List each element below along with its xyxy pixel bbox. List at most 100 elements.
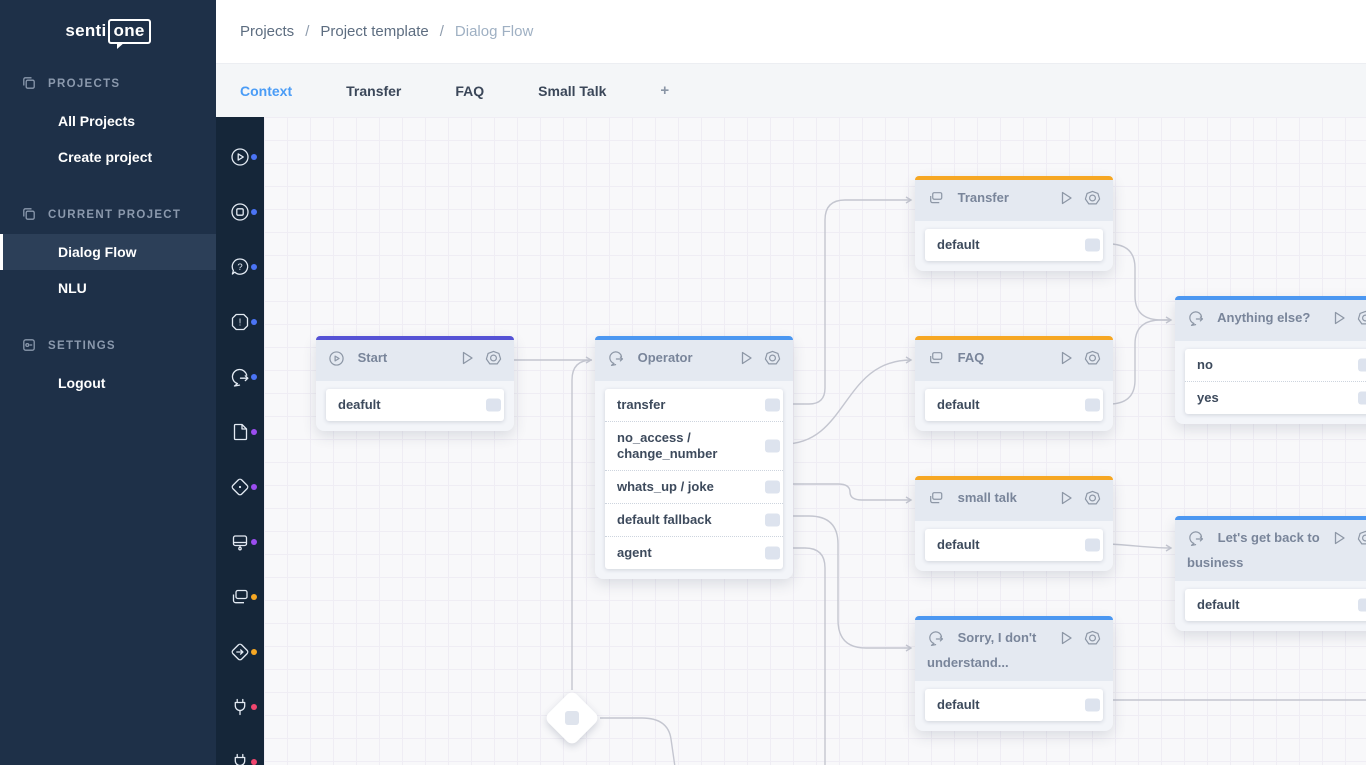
intent-row[interactable]: no_access / change_number	[605, 421, 783, 470]
add-tab-button[interactable]: +	[660, 82, 670, 99]
node-settings-icon[interactable]	[1084, 490, 1101, 513]
sidebar-item-nlu[interactable]: NLU	[58, 280, 87, 296]
node-accent	[595, 336, 793, 340]
logo-text-senti: senti	[65, 21, 107, 40]
intent-row[interactable]: default fallback	[605, 503, 783, 536]
sidebar-item-logout[interactable]: Logout	[58, 375, 106, 391]
node-transfer[interactable]: Transfer default	[915, 176, 1113, 271]
output-handle[interactable]	[1085, 398, 1100, 412]
run-node-icon[interactable]	[1059, 630, 1074, 653]
tab-transfer[interactable]: Transfer	[346, 82, 402, 99]
node-header[interactable]: Transfer	[915, 180, 1113, 221]
node-sorry[interactable]: Sorry, I don't understand... default	[915, 616, 1113, 731]
answer-row[interactable]: no	[1185, 349, 1366, 381]
node-small-talk[interactable]: small talk default	[915, 476, 1113, 571]
answer-row[interactable]: yes	[1185, 381, 1366, 414]
sidebar-item-all-projects[interactable]: All Projects	[58, 113, 136, 129]
flow-canvas[interactable]: Start deafult Operator transfer no_acces…	[264, 117, 1366, 765]
node-settings-icon[interactable]	[1084, 350, 1101, 373]
output-handle[interactable]	[486, 398, 501, 412]
node-settings-icon[interactable]	[1357, 530, 1366, 553]
node-header[interactable]: Anything else?	[1175, 300, 1366, 341]
run-node-icon[interactable]	[1059, 490, 1074, 513]
edge-agent-branch	[784, 547, 826, 765]
palette-diamond-dot-icon[interactable]	[216, 459, 264, 514]
answer-label: default	[937, 397, 980, 412]
palette-exclamation-octagon-icon[interactable]: !	[216, 294, 264, 349]
intent-label: whats_up / joke	[617, 479, 714, 494]
node-title: Transfer	[957, 190, 1009, 205]
run-node-icon[interactable]	[1332, 310, 1347, 333]
intent-row[interactable]: transfer	[605, 389, 783, 421]
node-lets-get-back[interactable]: Let's get back to business default	[1175, 516, 1366, 631]
tab-context[interactable]: Context	[240, 82, 293, 99]
output-handle[interactable]	[765, 546, 780, 560]
node-anything-else[interactable]: Anything else? no yes	[1175, 296, 1366, 424]
node-settings-icon[interactable]	[1357, 310, 1366, 333]
run-node-icon[interactable]	[1332, 530, 1347, 553]
run-node-icon[interactable]	[1059, 190, 1074, 213]
node-settings-icon[interactable]	[1084, 630, 1101, 653]
output-handle[interactable]	[765, 398, 780, 412]
node-settings-icon[interactable]	[764, 350, 781, 373]
node-header[interactable]: small talk	[915, 480, 1113, 521]
edge-transfer-default	[1104, 243, 1173, 324]
answer-label: deafult	[338, 397, 381, 412]
section-header-current-project: CURRENT PROJECT	[0, 205, 216, 225]
answer-row[interactable]: default	[925, 689, 1103, 721]
answer-label: yes	[1197, 390, 1219, 405]
node-header[interactable]: Let's get back to business	[1175, 520, 1366, 581]
run-node-icon[interactable]	[460, 350, 475, 373]
palette-question-bubble-icon[interactable]: ?	[216, 239, 264, 294]
palette-chat-arrow-icon[interactable]	[216, 349, 264, 404]
node-header[interactable]: FAQ	[915, 340, 1113, 381]
output-handle[interactable]	[765, 480, 780, 494]
node-start[interactable]: Start deafult	[316, 336, 514, 431]
preferences-icon	[21, 337, 37, 356]
answer-row[interactable]: default	[925, 389, 1103, 421]
output-handle[interactable]	[1358, 598, 1366, 612]
output-handle[interactable]	[765, 439, 780, 453]
palette-plug-icon[interactable]	[216, 679, 264, 734]
palette-document-icon[interactable]	[216, 404, 264, 459]
run-node-icon[interactable]	[739, 350, 754, 373]
output-handle[interactable]	[1358, 358, 1366, 372]
breadcrumb-projects[interactable]: Projects	[240, 23, 295, 40]
sidebar-item-dialog-flow[interactable]: Dialog Flow	[0, 234, 216, 270]
node-title: Anything else?	[1217, 310, 1311, 325]
answer-row[interactable]: default	[925, 229, 1103, 261]
node-faq[interactable]: FAQ default	[915, 336, 1113, 431]
node-header[interactable]: Sorry, I don't understand...	[915, 620, 1113, 681]
node-title: Start	[357, 350, 388, 365]
output-handle[interactable]	[1358, 391, 1366, 405]
palette-dot	[251, 153, 257, 160]
palette-stacked-cards-icon[interactable]	[216, 569, 264, 624]
node-accent	[915, 476, 1113, 480]
node-title: Operator	[637, 350, 693, 365]
tab-small-talk[interactable]: Small Talk	[538, 82, 607, 99]
palette-plug-icon[interactable]	[216, 734, 264, 765]
intent-row[interactable]: whats_up / joke	[605, 470, 783, 503]
answer-row[interactable]: default	[1185, 589, 1366, 621]
node-settings-icon[interactable]	[1084, 190, 1101, 213]
node-settings-icon[interactable]	[485, 350, 502, 373]
tab-faq[interactable]: FAQ	[455, 82, 485, 99]
node-header[interactable]: Operator	[595, 340, 793, 381]
edge-whatsup-branch	[784, 483, 913, 504]
output-handle[interactable]	[765, 513, 780, 527]
palette-stop-circle-icon[interactable]	[216, 184, 264, 239]
node-header[interactable]: Start	[316, 340, 514, 381]
sidebar-item-create-project[interactable]: Create project	[58, 149, 153, 165]
palette-diamond-arrow-icon[interactable]	[216, 624, 264, 679]
palette-play-circle-icon[interactable]	[216, 129, 264, 184]
node-operator[interactable]: Operator transfer no_access / change_num…	[595, 336, 793, 579]
output-handle[interactable]	[1085, 538, 1100, 552]
palette-device-icon[interactable]	[216, 514, 264, 569]
intent-row[interactable]: agent	[605, 536, 783, 569]
output-handle[interactable]	[1085, 238, 1100, 252]
answer-row[interactable]: default	[925, 529, 1103, 561]
output-handle[interactable]	[1085, 698, 1100, 712]
run-node-icon[interactable]	[1059, 350, 1074, 373]
answer-row[interactable]: deafult	[326, 389, 504, 421]
breadcrumb-project-template[interactable]: Project template	[320, 23, 429, 40]
